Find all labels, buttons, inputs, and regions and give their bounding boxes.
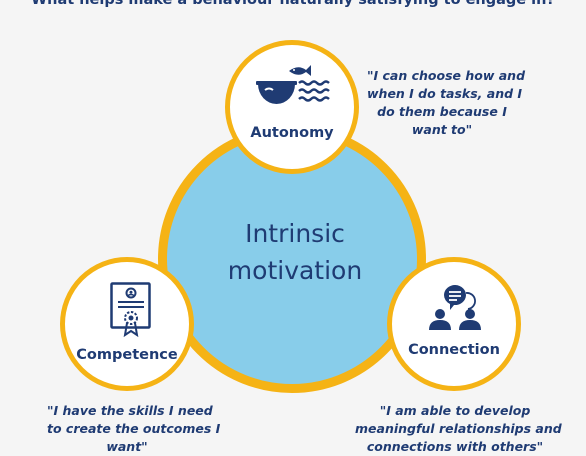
competence-label: Competence <box>76 347 178 363</box>
autonomy-quote-line: when I do tasks, and I <box>367 86 523 101</box>
connection-quote-line: "I am able to develop <box>379 403 531 418</box>
autonomy-quote-line: "I can choose how and <box>367 68 526 83</box>
autonomy-node <box>225 40 359 174</box>
connection-quote: "I am able to develop meaningful relatio… <box>355 402 562 456</box>
people-chat-icon <box>429 285 481 330</box>
autonomy-quote-line: do them because I <box>377 104 507 119</box>
diagram-title: What helps make a behaviour naturally sa… <box>31 0 555 8</box>
autonomy-label: Autonomy <box>250 125 334 141</box>
connection-node <box>387 257 521 391</box>
center-label-line2: motivation <box>227 256 363 285</box>
autonomy-quote-line: want to" <box>411 122 473 137</box>
connection-quote-line: connections with others" <box>366 439 544 454</box>
certificate-icon <box>110 282 151 338</box>
fishbowl-icon <box>256 65 330 104</box>
competence-quote-line: "I have the skills I need <box>47 403 213 418</box>
competence-quote-line: to create the outcomes I <box>47 421 221 436</box>
competence-quote-line: want" <box>106 439 148 454</box>
center-label: Intrinsic motivation <box>175 215 415 289</box>
center-label-line1: Intrinsic <box>245 219 345 248</box>
connection-label: Connection <box>408 342 500 358</box>
competence-quote: "I have the skills I need to create the … <box>47 402 221 456</box>
connection-quote-line: meaningful relationships and <box>355 421 562 436</box>
autonomy-quote: "I can choose how and when I do tasks, a… <box>367 67 526 139</box>
